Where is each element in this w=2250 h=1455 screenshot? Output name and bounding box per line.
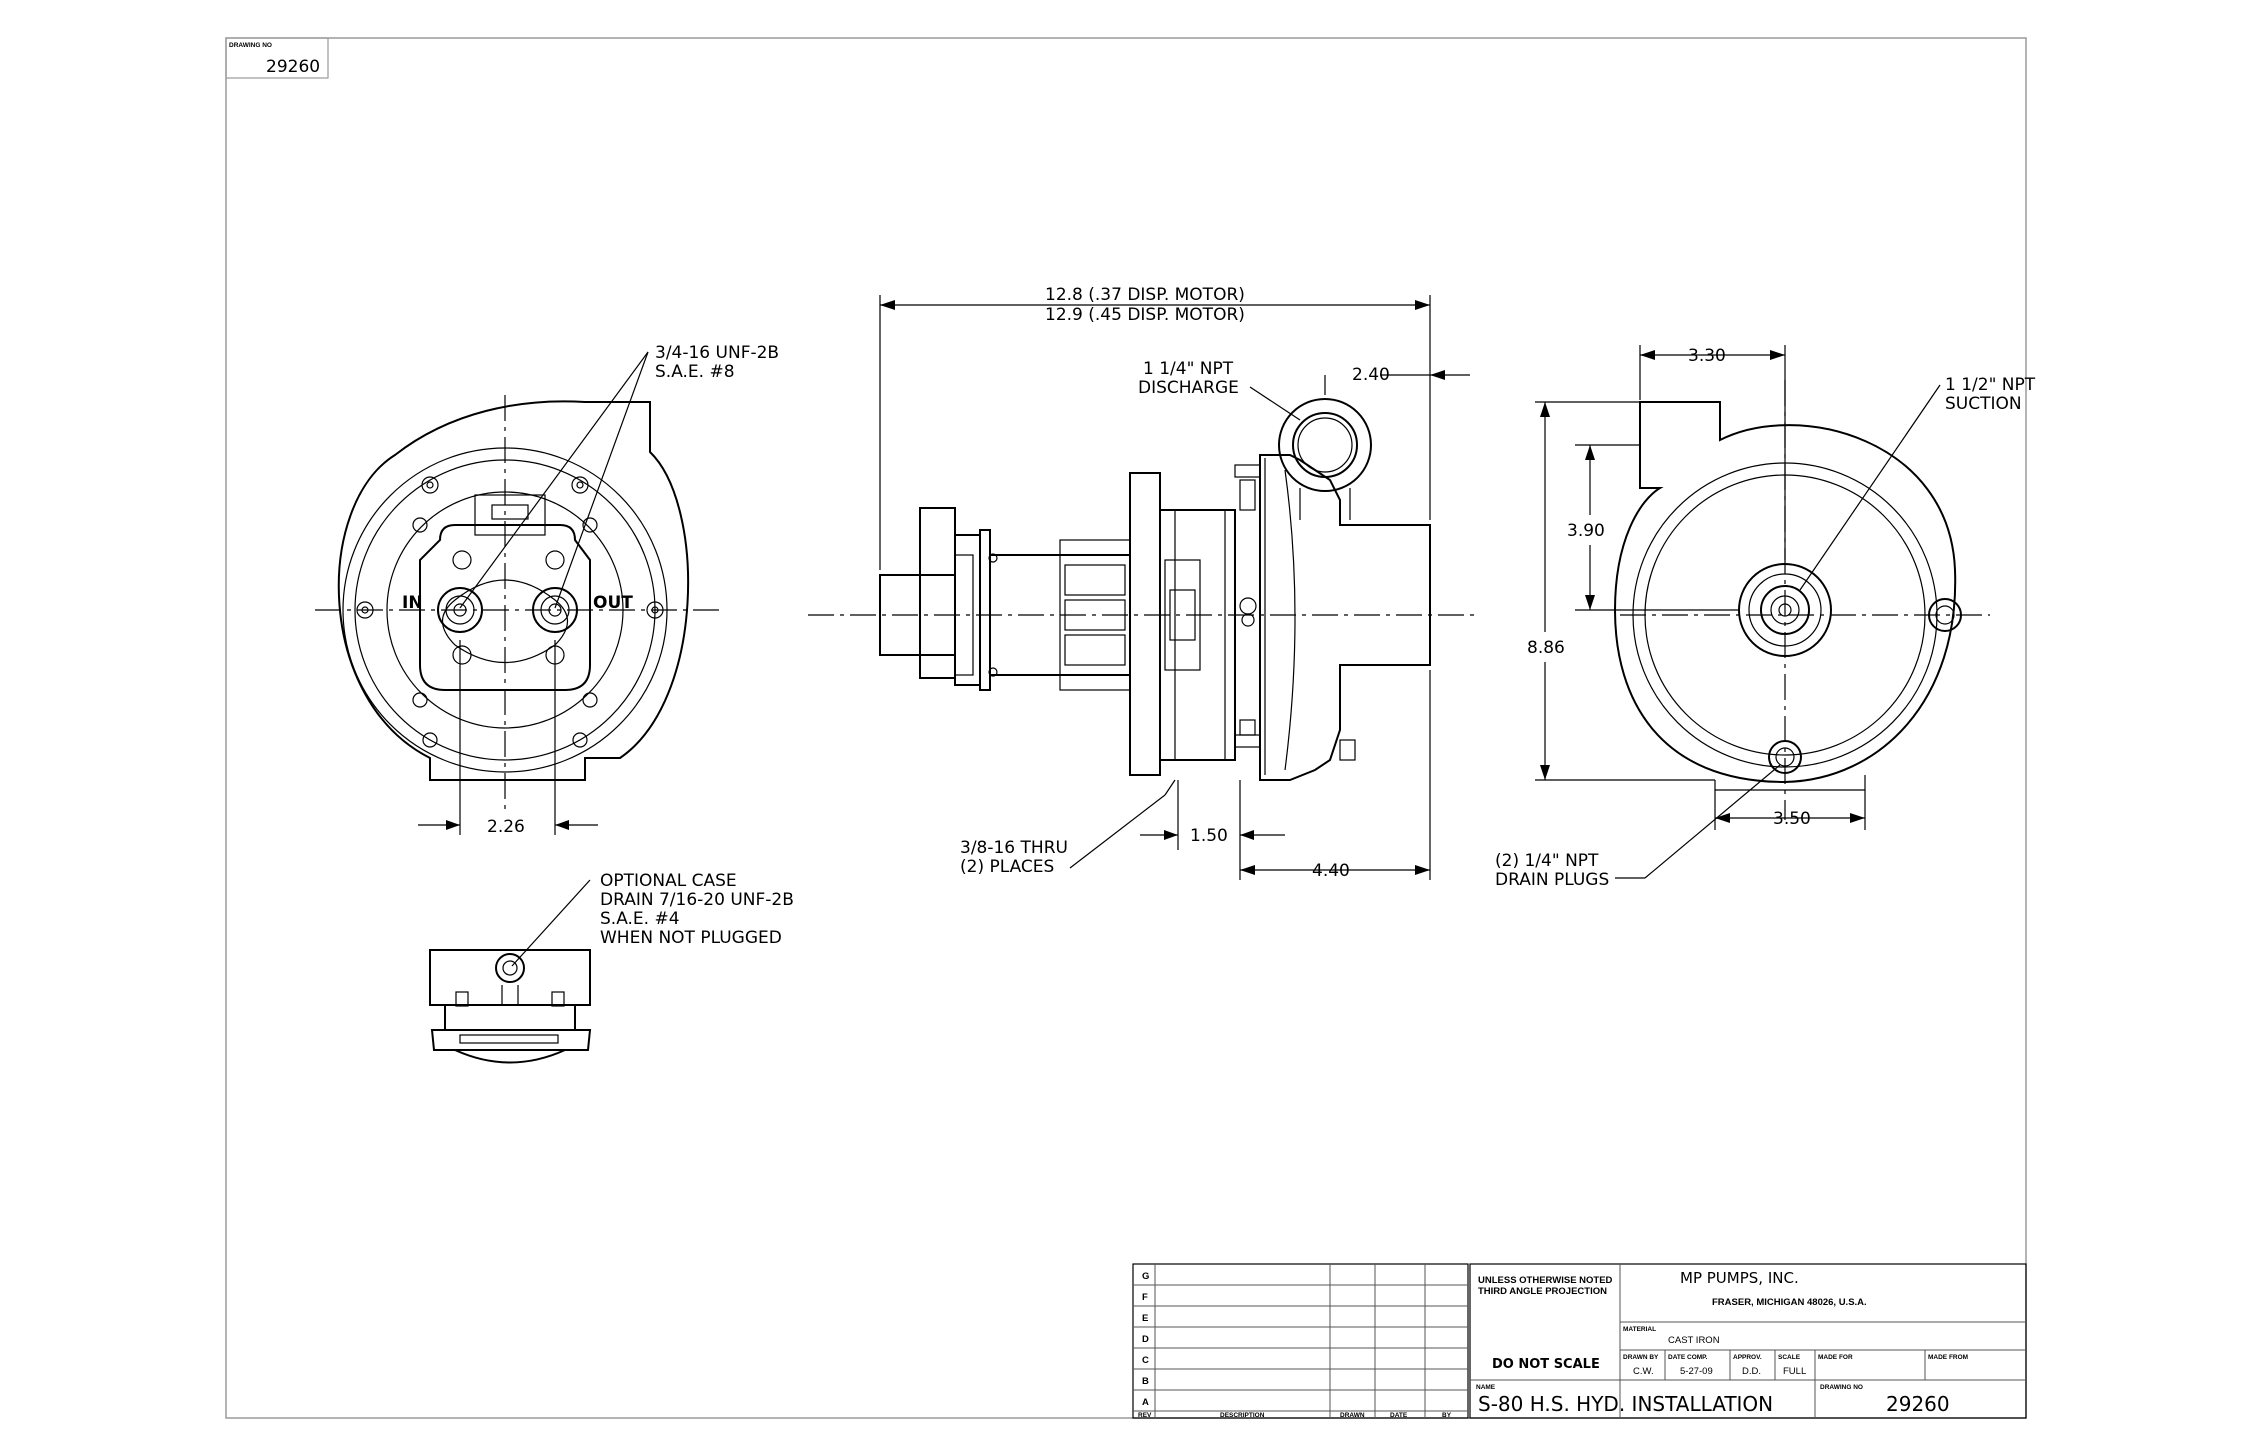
front-drain-callout-line1: (2) 1/4" NPT — [1495, 851, 1599, 871]
rear-in-label: IN — [402, 593, 423, 613]
drawing-name: S-80 H.S. HYD. INSTALLATION — [1478, 1392, 1773, 1416]
case-drain-detail: OPTIONAL CASE DRAIN 7/16-20 UNF-2B S.A.E… — [429, 871, 794, 1064]
mount-offset-dim: 1.50 — [1190, 826, 1228, 846]
rev-letter-d: D — [1142, 1334, 1149, 1345]
date-comp-value: 5-27-09 — [1680, 1366, 1713, 1377]
front-drain-callout-line2: DRAIN PLUGS — [1495, 870, 1609, 890]
rev-letter-f: F — [1142, 1292, 1148, 1303]
made-from-label: MADE FROM — [1928, 1354, 1968, 1361]
drain-callout-line4: WHEN NOT PLUGGED — [600, 928, 782, 948]
approv-label: APPROV. — [1733, 1354, 1762, 1361]
base-width-dim: 3.50 — [1773, 809, 1811, 829]
rev-letter-e: E — [1142, 1313, 1148, 1324]
shaft-height-dim: 3.90 — [1567, 521, 1605, 541]
material-value: CAST IRON — [1668, 1335, 1720, 1346]
sheet-border — [225, 37, 2027, 1419]
mount-callout-line2: (2) PLACES — [960, 857, 1054, 877]
do-not-scale: DO NOT SCALE — [1492, 1357, 1600, 1372]
rev-header-drawn: DRAWN — [1340, 1412, 1365, 1419]
rev-header-description: DESCRIPTION — [1220, 1412, 1265, 1419]
rev-letter-c: C — [1142, 1355, 1149, 1366]
company-name: MP PUMPS, INC. — [1680, 1269, 1799, 1287]
side-view: 12.8 (.37 DISP. MOTOR) 12.9 (.45 DISP. M… — [808, 285, 1480, 881]
suction-offset-dim: 3.30 — [1688, 346, 1726, 366]
corner-drawing-no-label: DRAWING NO — [229, 42, 272, 49]
mount-callout-line1: 3/8-16 THRU — [960, 838, 1068, 858]
rev-header-rev: REV — [1138, 1412, 1152, 1419]
title-block: G F E D C B A REV DESCRIPTION DRAWN DATE… — [1132, 1263, 2027, 1419]
overall-height-dim: 8.86 — [1527, 638, 1565, 658]
note-line1: UNLESS OTHERWISE NOTED — [1478, 1275, 1613, 1286]
drawn-by-value: C.W. — [1633, 1366, 1654, 1377]
side-overall-length-line1: 12.8 (.37 DISP. MOTOR) — [1045, 285, 1245, 305]
drain-callout-line1: OPTIONAL CASE — [600, 871, 737, 891]
front-view: 3.30 1 1/2" NPT SUCTION 3.90 8.86 3.50 (… — [1495, 345, 2036, 890]
discharge-offset-dim: 2.40 — [1352, 365, 1390, 385]
discharge-callout-line1: 1 1/4" NPT — [1143, 359, 1234, 379]
drawing-no: 29260 — [1886, 1392, 1950, 1416]
rev-letter-g: G — [1142, 1271, 1149, 1282]
date-comp-label: DATE COMP. — [1668, 1354, 1708, 1361]
rear-out-label: OUT — [593, 593, 633, 613]
rear-port-callout-line2: S.A.E. #8 — [655, 362, 735, 382]
rev-header-date: DATE — [1390, 1412, 1408, 1419]
rear-port-callout-line1: 3/4-16 UNF-2B — [655, 343, 779, 363]
suction-callout-line2: SUCTION — [1945, 394, 2022, 414]
suction-callout-line1: 1 1/2" NPT — [1945, 375, 2036, 395]
scale-label: SCALE — [1778, 1354, 1801, 1361]
corner-drawing-no: 29260 — [266, 57, 320, 77]
scale-value: FULL — [1783, 1366, 1806, 1377]
drawn-by-label: DRAWN BY — [1623, 1354, 1659, 1361]
approv-value: D.D. — [1742, 1366, 1761, 1377]
drain-callout-line3: S.A.E. #4 — [600, 909, 680, 929]
corner-drawing-number-box: DRAWING NO 29260 — [225, 37, 329, 79]
made-for-label: MADE FOR — [1818, 1354, 1853, 1361]
company-address: FRASER, MICHIGAN 48026, U.S.A. — [1712, 1297, 1867, 1308]
drain-callout-line2: DRAIN 7/16-20 UNF-2B — [600, 890, 794, 910]
rev-header-by: BY — [1442, 1412, 1452, 1419]
rear-port-spacing-dim: 2.26 — [487, 817, 525, 837]
base-to-end-dim: 4.40 — [1312, 861, 1350, 881]
discharge-callout-line2: DISCHARGE — [1138, 378, 1239, 398]
drawing-no-label: DRAWING NO — [1820, 1384, 1863, 1391]
material-label: MATERIAL — [1623, 1326, 1656, 1333]
rev-letter-b: B — [1142, 1376, 1149, 1387]
rear-view: 3/4-16 UNF-2B S.A.E. #8 IN OUT 2.26 — [315, 343, 779, 837]
side-overall-length-line2: 12.9 (.45 DISP. MOTOR) — [1045, 305, 1245, 325]
note-line2: THIRD ANGLE PROJECTION — [1478, 1286, 1607, 1297]
name-label: NAME — [1476, 1384, 1496, 1391]
rev-letter-a: A — [1142, 1397, 1149, 1408]
